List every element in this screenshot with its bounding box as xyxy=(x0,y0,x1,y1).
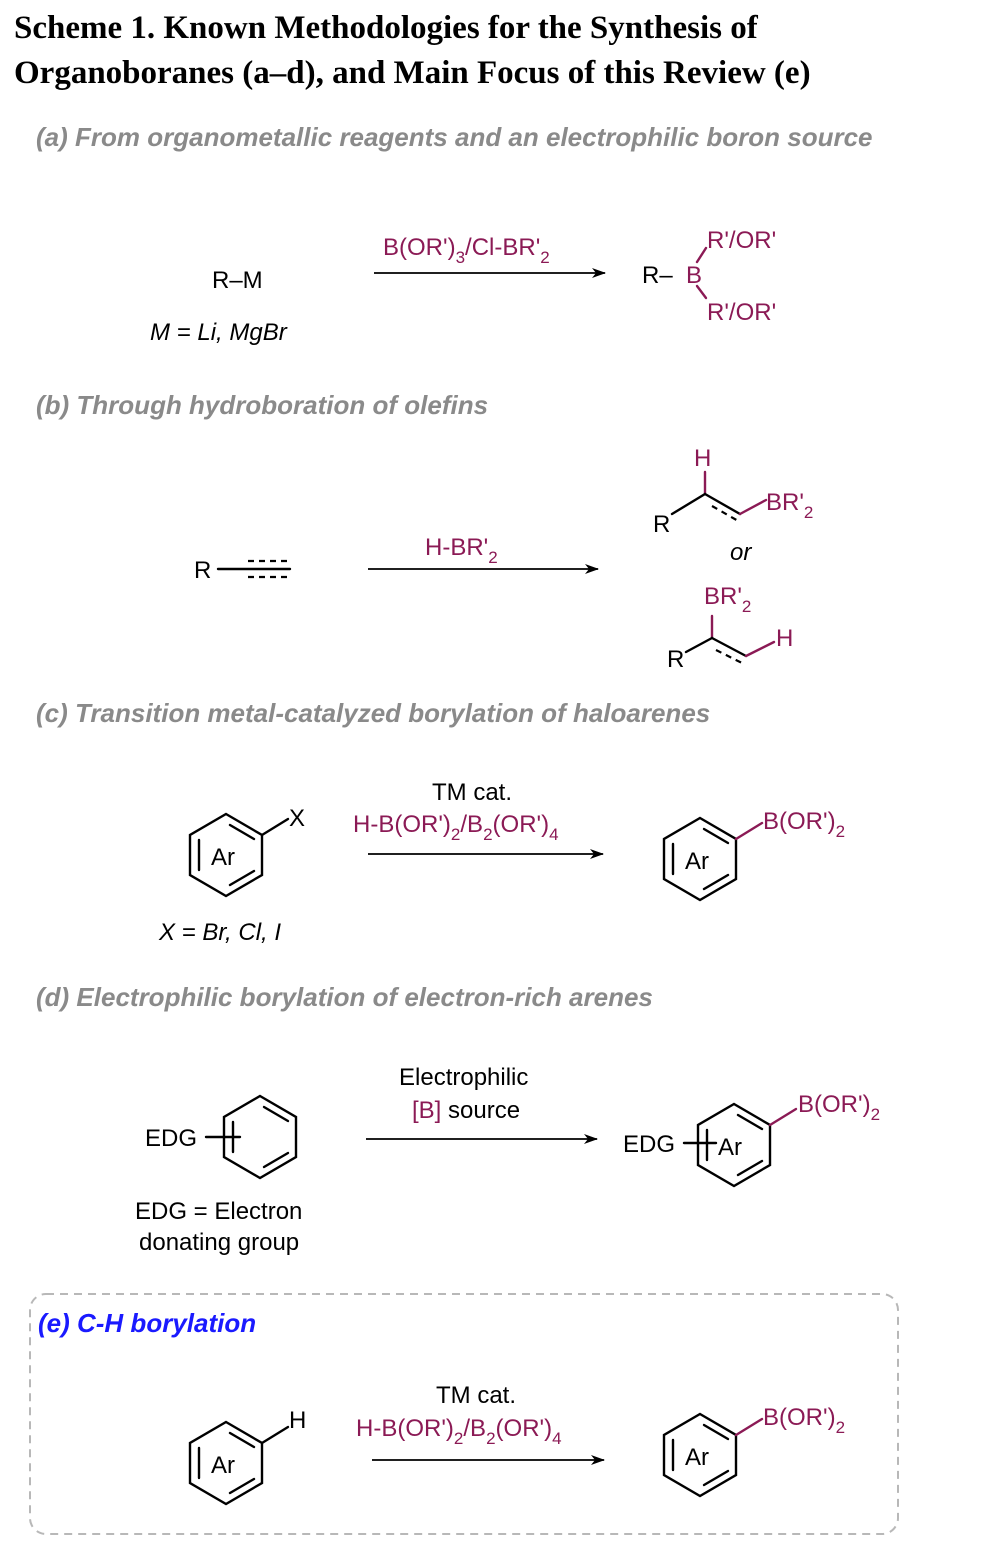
reagent-d-top: Electrophilic xyxy=(399,1064,528,1091)
reactant-e-hydrogen: H xyxy=(289,1407,306,1434)
scheme-title-line2: Organoboranes (a–d), and Main Focus of t… xyxy=(14,55,811,91)
reagent-e: H-B(OR')2/B2(OR')4 xyxy=(356,1415,562,1448)
or-label: or xyxy=(730,539,752,566)
section-e: (e) C-H borylation Ar H TM cat. H-B(OR')… xyxy=(29,1293,899,1535)
product-b1-r: R xyxy=(653,511,670,538)
section-b-heading: (b) Through hydroboration of olefins xyxy=(36,390,488,420)
product-e-boron: B(OR')2 xyxy=(763,1404,845,1437)
product-b1-boron: BR'2 xyxy=(766,489,813,522)
reagent-c-catalyst: TM cat. xyxy=(432,779,512,806)
product-a-r: R– xyxy=(642,262,673,289)
section-c: (c) Transition metal-catalyzed borylatio… xyxy=(36,698,845,946)
benzene-ring-e-reactant: Ar H xyxy=(188,1407,306,1506)
section-a-heading: (a) From organometallic reagents and an … xyxy=(36,122,873,152)
section-a: (a) From organometallic reagents and an … xyxy=(36,122,873,346)
reactant-rm: R–M xyxy=(212,267,263,294)
reactant-d-edg: EDG xyxy=(145,1125,197,1152)
reagent-b: H-BR'2 xyxy=(425,534,498,567)
reagent-a: B(OR')3/Cl-BR'2 xyxy=(383,234,550,267)
product-d-edg: EDG xyxy=(623,1131,675,1158)
ring-label-e-reactant: Ar xyxy=(211,1452,235,1479)
benzene-ring-e-product: Ar B(OR')2 xyxy=(662,1404,845,1498)
section-d-heading: (d) Electrophilic borylation of electron… xyxy=(36,982,653,1012)
product-b2-boron: BR'2 xyxy=(704,583,751,616)
product-a-bond-top xyxy=(695,246,708,264)
product-b-markovnikov: BR'2 R H xyxy=(667,583,793,673)
product-b2-h: H xyxy=(776,625,793,652)
ring-label-c-product: Ar xyxy=(685,848,709,875)
product-a-boron: B xyxy=(686,262,702,289)
reactant-c-note: X = Br, Cl, I xyxy=(158,919,281,946)
ring-label-c-reactant: Ar xyxy=(211,844,235,871)
scheme-title: Scheme 1. Known Methodologies for the Sy… xyxy=(14,6,1004,96)
ring-label-e-product: Ar xyxy=(685,1444,709,1471)
benzene-ring-d-reactant: EDG xyxy=(145,1094,298,1180)
product-b2-r: R xyxy=(667,646,684,673)
product-c-boron: B(OR')2 xyxy=(763,808,845,841)
section-b: (b) Through hydroboration of olefins R H… xyxy=(36,390,813,673)
alkyne-triple-bond xyxy=(216,559,292,579)
product-a-bond-bottom xyxy=(695,284,708,300)
product-d-boron: B(OR')2 xyxy=(798,1091,880,1124)
section-c-heading: (c) Transition metal-catalyzed borylatio… xyxy=(36,698,710,728)
product-a-sub-bottom: R'/OR' xyxy=(707,299,776,326)
benzene-ring-c-reactant: Ar X xyxy=(188,805,305,898)
section-e-heading: (e) C-H borylation xyxy=(38,1308,256,1338)
benzene-ring-c-product: Ar B(OR')2 xyxy=(662,808,845,902)
reactant-b-r: R xyxy=(194,557,211,584)
reactant-d-note-line1: EDG = Electron xyxy=(135,1198,302,1225)
product-a-sub-top: R'/OR' xyxy=(707,227,776,254)
reagent-e-catalyst: TM cat. xyxy=(436,1382,516,1409)
reagent-d-bottom: [B] source xyxy=(412,1097,520,1124)
reactant-note-metal: M = Li, MgBr xyxy=(150,319,288,346)
reactant-c-halogen: X xyxy=(289,805,305,832)
product-b1-h: H xyxy=(694,445,711,472)
ring-label-d-product: Ar xyxy=(718,1134,742,1161)
scheme-title-line1: Scheme 1. Known Methodologies for the Sy… xyxy=(14,10,758,46)
focus-box-e xyxy=(29,1293,899,1535)
reagent-c: H-B(OR')2/B2(OR')4 xyxy=(353,811,559,844)
product-b-anti-markovnikov: H R BR'2 xyxy=(653,445,813,538)
benzene-ring-d-product: EDG Ar B(OR')2 xyxy=(623,1091,880,1188)
reactant-d-note-line2: donating group xyxy=(139,1229,299,1256)
section-d: (d) Electrophilic borylation of electron… xyxy=(36,982,880,1256)
